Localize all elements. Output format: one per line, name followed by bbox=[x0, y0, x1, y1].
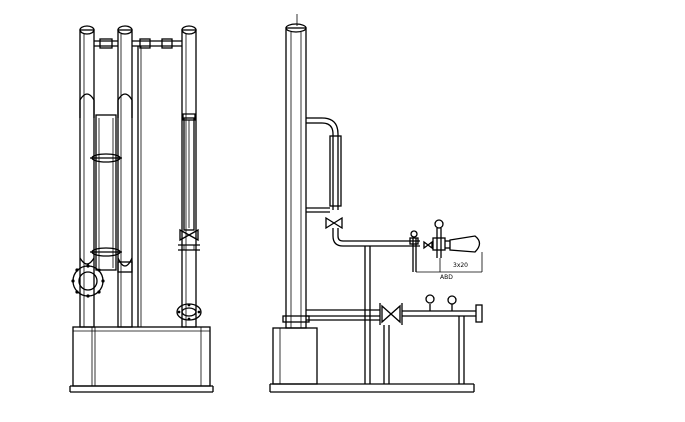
side-elevation-view: 3x20 ABD bbox=[269, 14, 483, 393]
column-2-riser bbox=[137, 46, 142, 327]
front-elevation-view bbox=[69, 25, 214, 393]
column-3-valve bbox=[178, 228, 200, 251]
left-manway-flange bbox=[71, 264, 105, 298]
front-base-skid bbox=[69, 326, 214, 393]
column-2 bbox=[117, 25, 133, 328]
condenser-loop bbox=[306, 117, 343, 230]
top-cross-pipes bbox=[94, 38, 182, 49]
dimension-note: 3x20 bbox=[453, 262, 468, 269]
level-sight-glass bbox=[182, 113, 196, 231]
heat-exchanger bbox=[79, 93, 133, 273]
column-1 bbox=[79, 25, 95, 328]
column-3 bbox=[181, 25, 197, 328]
instrument-cluster-lower bbox=[379, 294, 483, 384]
side-base-skid bbox=[269, 327, 475, 393]
pipe-note: ABD bbox=[440, 274, 453, 281]
instrument-cluster-upper: 3x20 ABD bbox=[409, 219, 483, 281]
bottom-flange-column-3 bbox=[176, 303, 202, 321]
outlet-header bbox=[306, 228, 420, 384]
main-column bbox=[282, 14, 310, 329]
